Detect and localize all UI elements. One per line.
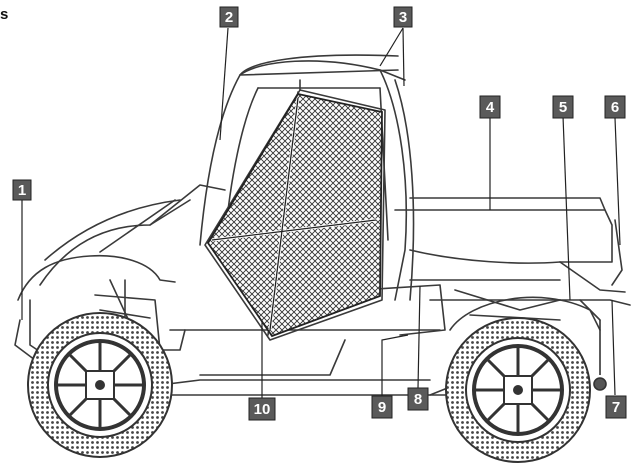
callout-5: 5 — [552, 95, 574, 119]
callout-3: 3 — [393, 6, 413, 28]
callout-8: 8 — [407, 387, 429, 411]
callout-7-label: 7 — [612, 399, 620, 416]
callout-5-label: 5 — [559, 99, 567, 116]
front-wheel — [27, 312, 173, 458]
callout-9: 9 — [371, 395, 393, 419]
callout-4: 4 — [479, 95, 501, 119]
callout-3-label: 3 — [399, 9, 407, 26]
callout-8-label: 8 — [414, 391, 422, 408]
cargo-bed — [394, 197, 626, 293]
leader-lines — [21, 27, 621, 398]
rear-wheel — [445, 317, 591, 463]
callout-1: 1 — [12, 179, 32, 201]
rear-fender — [449, 296, 601, 331]
callout-4-label: 4 — [486, 99, 495, 116]
callout-7: 7 — [605, 395, 627, 419]
front-body — [14, 184, 226, 361]
callout-9-label: 9 — [378, 399, 386, 416]
callout-10: 10 — [248, 397, 276, 421]
callout-6: 6 — [604, 95, 626, 119]
corner-text-fragment: s — [0, 6, 9, 23]
callout-10-label: 10 — [254, 401, 271, 418]
door-net — [206, 92, 383, 338]
trailer-hitch — [593, 320, 607, 391]
callout-2-label: 2 — [225, 9, 233, 26]
callout-6-label: 6 — [611, 99, 619, 116]
roll-cage — [199, 54, 415, 301]
callout-1-label: 1 — [18, 182, 26, 199]
rear-suspension — [429, 289, 631, 321]
callout-2: 2 — [219, 6, 239, 28]
